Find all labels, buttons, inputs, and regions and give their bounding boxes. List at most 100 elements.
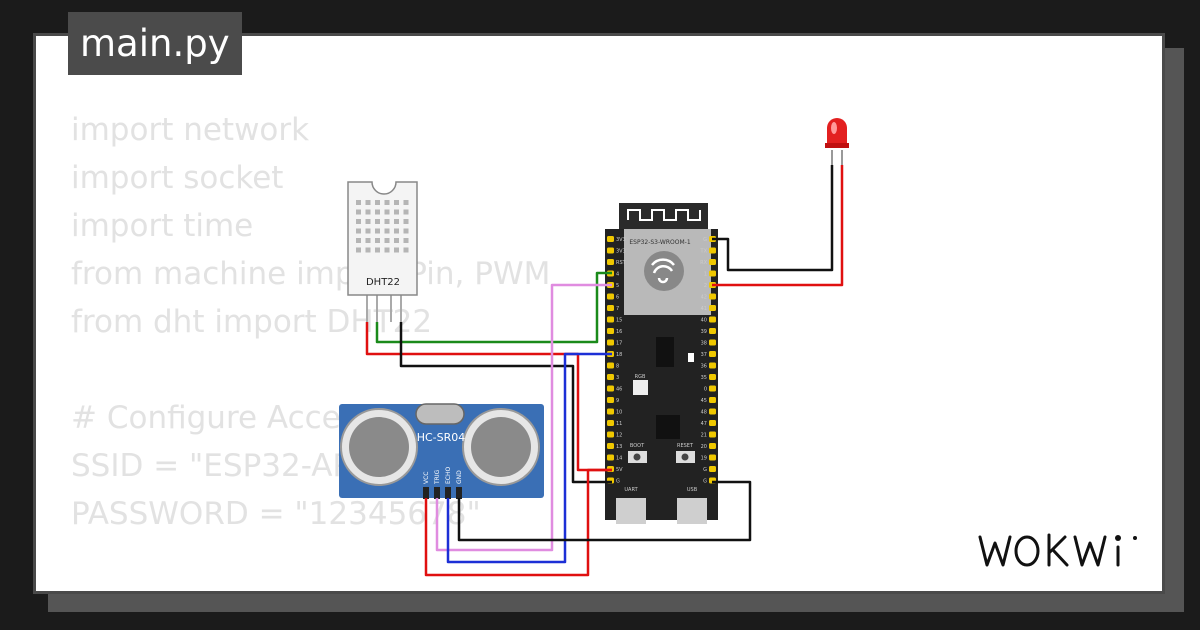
board-pin-label: 8	[616, 364, 619, 370]
rgb-led-label: RGB	[635, 374, 646, 380]
board-pin-left[interactable]	[607, 431, 614, 438]
dht22-vent-hole	[384, 228, 390, 234]
board-pin-right[interactable]	[709, 454, 716, 461]
board-pin-left[interactable]	[607, 420, 614, 426]
board-pin-label: 41	[701, 306, 707, 312]
module-label: ESP32-S3-WROOM-1	[629, 239, 690, 246]
hc-sr04-pin[interactable]	[456, 487, 462, 499]
wires	[365, 165, 844, 577]
board-pin-right[interactable]	[709, 408, 716, 415]
board-pin-label: 5V	[616, 467, 623, 473]
hc-sr04-pin[interactable]	[445, 487, 451, 499]
board-pin-left[interactable]	[607, 454, 614, 461]
board-pin-label: 12	[616, 433, 622, 439]
board-pin-left[interactable]	[607, 385, 614, 392]
code-line: SSID = "ESP32-AP"	[71, 448, 366, 484]
board-pin-right[interactable]	[709, 247, 716, 254]
wire-dht-data	[375, 271, 612, 344]
board-pin-right[interactable]	[709, 443, 716, 449]
board-pin-left[interactable]	[607, 339, 614, 346]
board-pin-label: 7	[616, 306, 619, 312]
board-header-pins: 3V33V3RST4567151617188346910111213145VGG…	[607, 236, 716, 485]
board-pin-label: 48	[701, 410, 707, 416]
dht22-vent-hole	[403, 247, 409, 253]
board-pin-left[interactable]	[607, 247, 614, 254]
dht22-vent-hole	[375, 228, 380, 234]
board-pin-right[interactable]	[709, 374, 716, 380]
board-pin-label: G	[616, 479, 620, 485]
board-pin-right[interactable]	[709, 385, 716, 392]
board-pin-right[interactable]	[709, 431, 716, 438]
hc-sr04-pin-label: VCC	[423, 472, 430, 484]
hc-sr04-pin[interactable]	[423, 487, 429, 499]
board-pin-label: 0	[704, 387, 707, 393]
code-line: PASSWORD = "12345678"	[71, 496, 481, 532]
board-pin-label: G	[703, 479, 707, 485]
file-tab-main-py[interactable]: main.py	[68, 12, 242, 75]
board-pin-label: 13	[616, 444, 622, 450]
board-pin-left[interactable]	[607, 236, 614, 242]
board-pin-label: 5	[616, 283, 619, 289]
board-pin-label: 40	[701, 318, 707, 324]
board-pin-label: 19	[701, 456, 707, 462]
dht22-vent-hole	[356, 238, 361, 243]
board-pin-left[interactable]	[607, 374, 614, 380]
board-pin-right[interactable]	[709, 316, 716, 323]
hc-sr04-pin[interactable]	[434, 487, 440, 499]
board-pin-right[interactable]	[709, 397, 716, 403]
hc-sr04-label: HC-SR04	[417, 431, 466, 444]
dht22-vent-hole	[403, 200, 409, 205]
board-pin-right[interactable]	[709, 293, 716, 300]
board-pin-left[interactable]	[607, 293, 614, 300]
board-pin-left[interactable]	[607, 259, 614, 265]
board-pin-left[interactable]	[607, 397, 614, 403]
board-pin-left[interactable]	[607, 408, 614, 415]
board-pin-right[interactable]	[709, 420, 716, 426]
board-pin-right[interactable]	[709, 362, 716, 369]
dht22-vent-hole	[365, 238, 371, 243]
board-pin-left[interactable]	[607, 362, 614, 369]
board-pin-right[interactable]	[709, 466, 716, 472]
board-pin-label: 46	[616, 387, 622, 393]
board-pin-label: 10	[616, 410, 622, 416]
wokwi-logo[interactable]	[975, 525, 1145, 575]
code-line: import network	[71, 112, 310, 148]
dht22-label: DHT22	[366, 277, 400, 288]
board-pin-label: 6	[616, 295, 619, 301]
dht22-vent-hole	[365, 228, 371, 234]
dht22-vent-hole	[365, 200, 371, 205]
board-pin-left[interactable]	[607, 316, 614, 323]
board-pin-left[interactable]	[607, 305, 614, 311]
board-pin-label: 45	[701, 398, 707, 404]
wire-sr04-echo	[446, 352, 612, 564]
dht22-vent-hole	[384, 247, 390, 253]
led-red[interactable]	[825, 118, 849, 165]
board-pin-label: 42	[701, 295, 707, 301]
board-pin-left[interactable]	[607, 328, 614, 334]
dht22-vent-hole	[375, 247, 380, 253]
board-pin-label: G	[703, 237, 707, 243]
wire-led-ground	[712, 165, 834, 272]
dht22-vent-hole	[375, 219, 380, 224]
dht22-sensor[interactable]: DHT22	[347, 181, 418, 322]
board-pin-right[interactable]	[709, 259, 716, 265]
board-pin-left[interactable]	[607, 443, 614, 449]
boot-label: BOOT	[630, 443, 645, 449]
board-pin-label: 14	[616, 456, 622, 462]
board-pin-label: 1	[704, 272, 707, 278]
dht22-vent-hole	[356, 228, 361, 234]
esp32-s3-devkit[interactable]: ESP32-S3-WROOM-1 RGB BOOT RESET UART USB…	[605, 203, 718, 524]
code-line: from dht import DHT22	[71, 304, 433, 340]
dht22-vent-hole	[403, 228, 409, 234]
board-pin-right[interactable]	[709, 270, 716, 277]
board-pin-right[interactable]	[709, 328, 716, 334]
board-pin-right[interactable]	[709, 305, 716, 311]
dht22-vent-hole	[394, 200, 399, 205]
board-pin-label: 21	[701, 433, 707, 439]
board-pin-right[interactable]	[709, 351, 716, 357]
board-pin-label: 3	[616, 375, 619, 381]
board-pin-right[interactable]	[709, 339, 716, 346]
